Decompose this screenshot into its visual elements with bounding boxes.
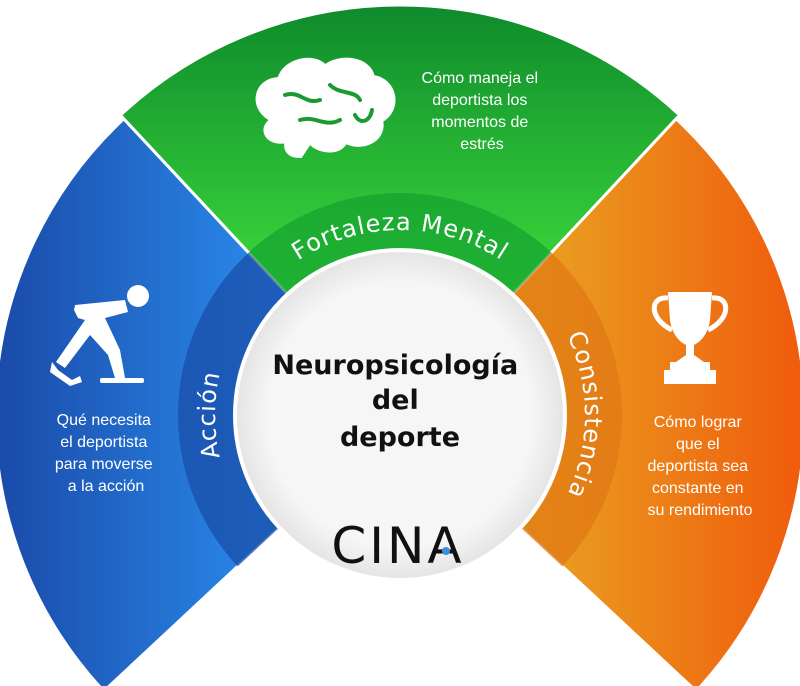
- svg-text:CINA: CINA: [331, 517, 464, 575]
- trophy-icon: [651, 292, 729, 384]
- description-accion: Qué necesita el deportista para moverse …: [55, 412, 157, 495]
- cina-logo: CINA: [331, 517, 464, 575]
- label-accion: Acción: [193, 369, 226, 461]
- description-consistencia: Cómo lograr que el deportista sea consta…: [648, 414, 753, 519]
- center-title: Neuropsicología del deporte: [272, 350, 527, 453]
- brain-icon: [255, 57, 396, 159]
- skater-icon: [50, 285, 149, 386]
- description-fortaleza-mental: Cómo maneja el deportista los momentos d…: [422, 70, 543, 153]
- center-circle: [233, 248, 567, 582]
